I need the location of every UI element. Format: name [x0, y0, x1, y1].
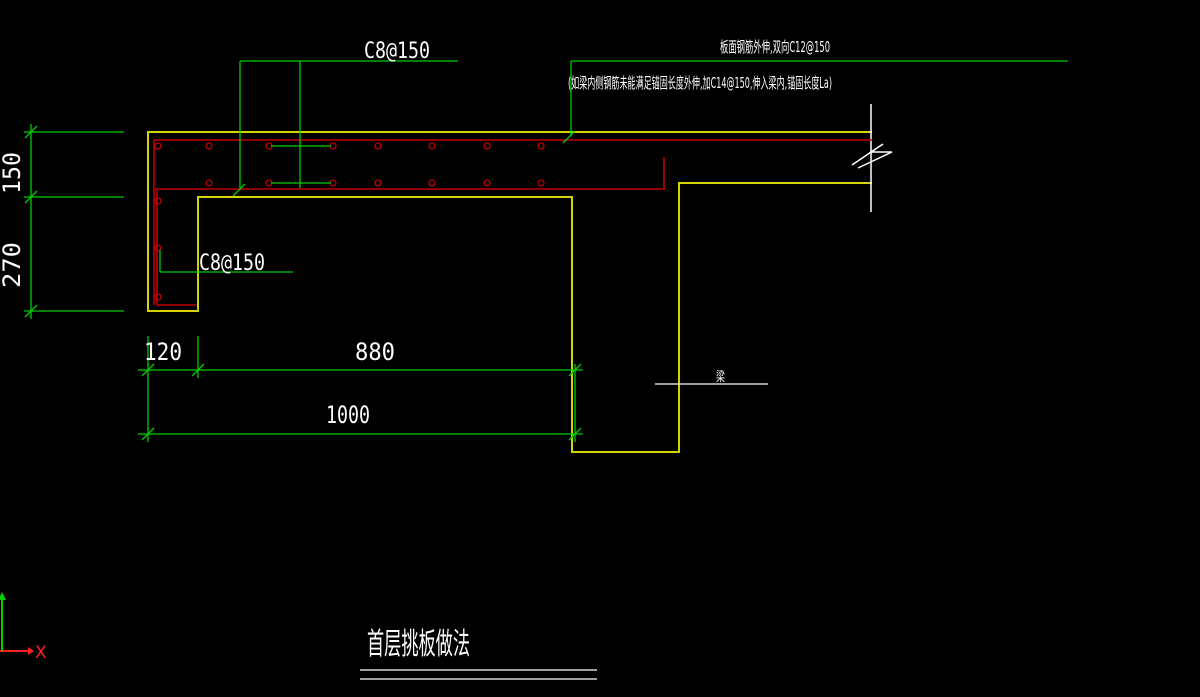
beam-label: 梁 [716, 370, 725, 385]
leader-lines [159, 60, 1068, 273]
note-line-1: 板面钢筋外伸,双向C12@150 [720, 38, 830, 56]
dim-vertical-270: 270 [0, 242, 26, 288]
top-rebar-callout: C8@150 [364, 39, 430, 64]
title-underline [360, 669, 597, 680]
dim-vertical-150: 150 [0, 152, 26, 194]
dim-120: 120 [144, 338, 182, 366]
break-line-symbol [851, 104, 893, 212]
left-rebar-callout: C8@150 [199, 251, 265, 276]
dimension-lines [24, 124, 583, 442]
slab-outline [147, 131, 872, 453]
dim-1000: 1000 [326, 401, 370, 429]
note-line-2: (如梁内侧钢筋未能满足锚固长度外伸,加C14@150,伸入梁内,锚固长度La) [568, 74, 832, 92]
dim-880: 880 [355, 338, 395, 366]
ucs-axis-icon [0, 592, 34, 655]
rebar-cage [153, 139, 872, 306]
drawing-title: 首层挑板做法 [367, 627, 470, 662]
axis-x-label: X [35, 643, 47, 663]
rebar-dots [154, 142, 545, 301]
